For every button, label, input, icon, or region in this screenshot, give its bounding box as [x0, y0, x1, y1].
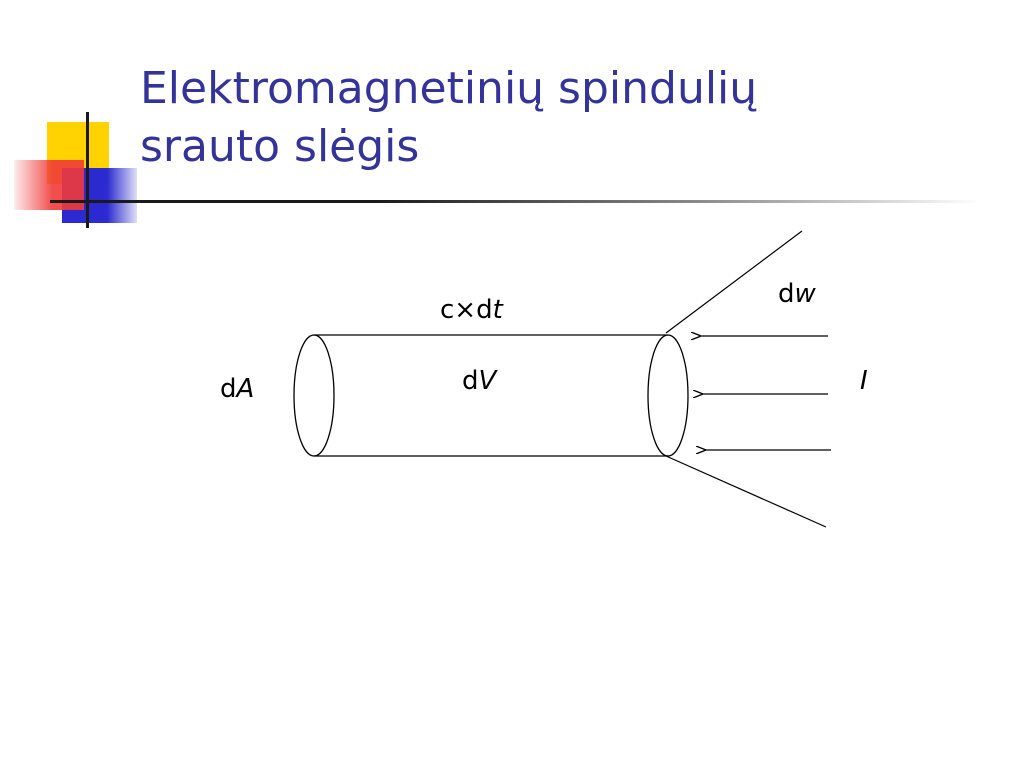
title-underline	[50, 200, 980, 203]
label-solid-angle: dw	[778, 279, 816, 309]
label-area: dA	[220, 374, 255, 404]
cone-lower-line	[665, 455, 827, 528]
incoming-rays	[700, 336, 831, 450]
cylinder-right-face	[647, 334, 689, 457]
decor-vertical-line	[86, 112, 89, 228]
cylinder	[293, 334, 689, 457]
label-volume: dV	[462, 366, 497, 396]
title-line-1: Elektromagnetinių spindulių	[140, 63, 758, 114]
cone-upper-line	[665, 230, 803, 334]
title-line-2: srauto slėgis	[140, 121, 420, 172]
slide-title: Elektromagnetinių spindulių srauto slėgi…	[140, 60, 1000, 176]
cylinder-left-face	[293, 334, 335, 457]
solid-angle-cone	[665, 230, 827, 528]
label-intensity: I	[860, 366, 868, 396]
label-length: c×dt	[440, 295, 503, 325]
